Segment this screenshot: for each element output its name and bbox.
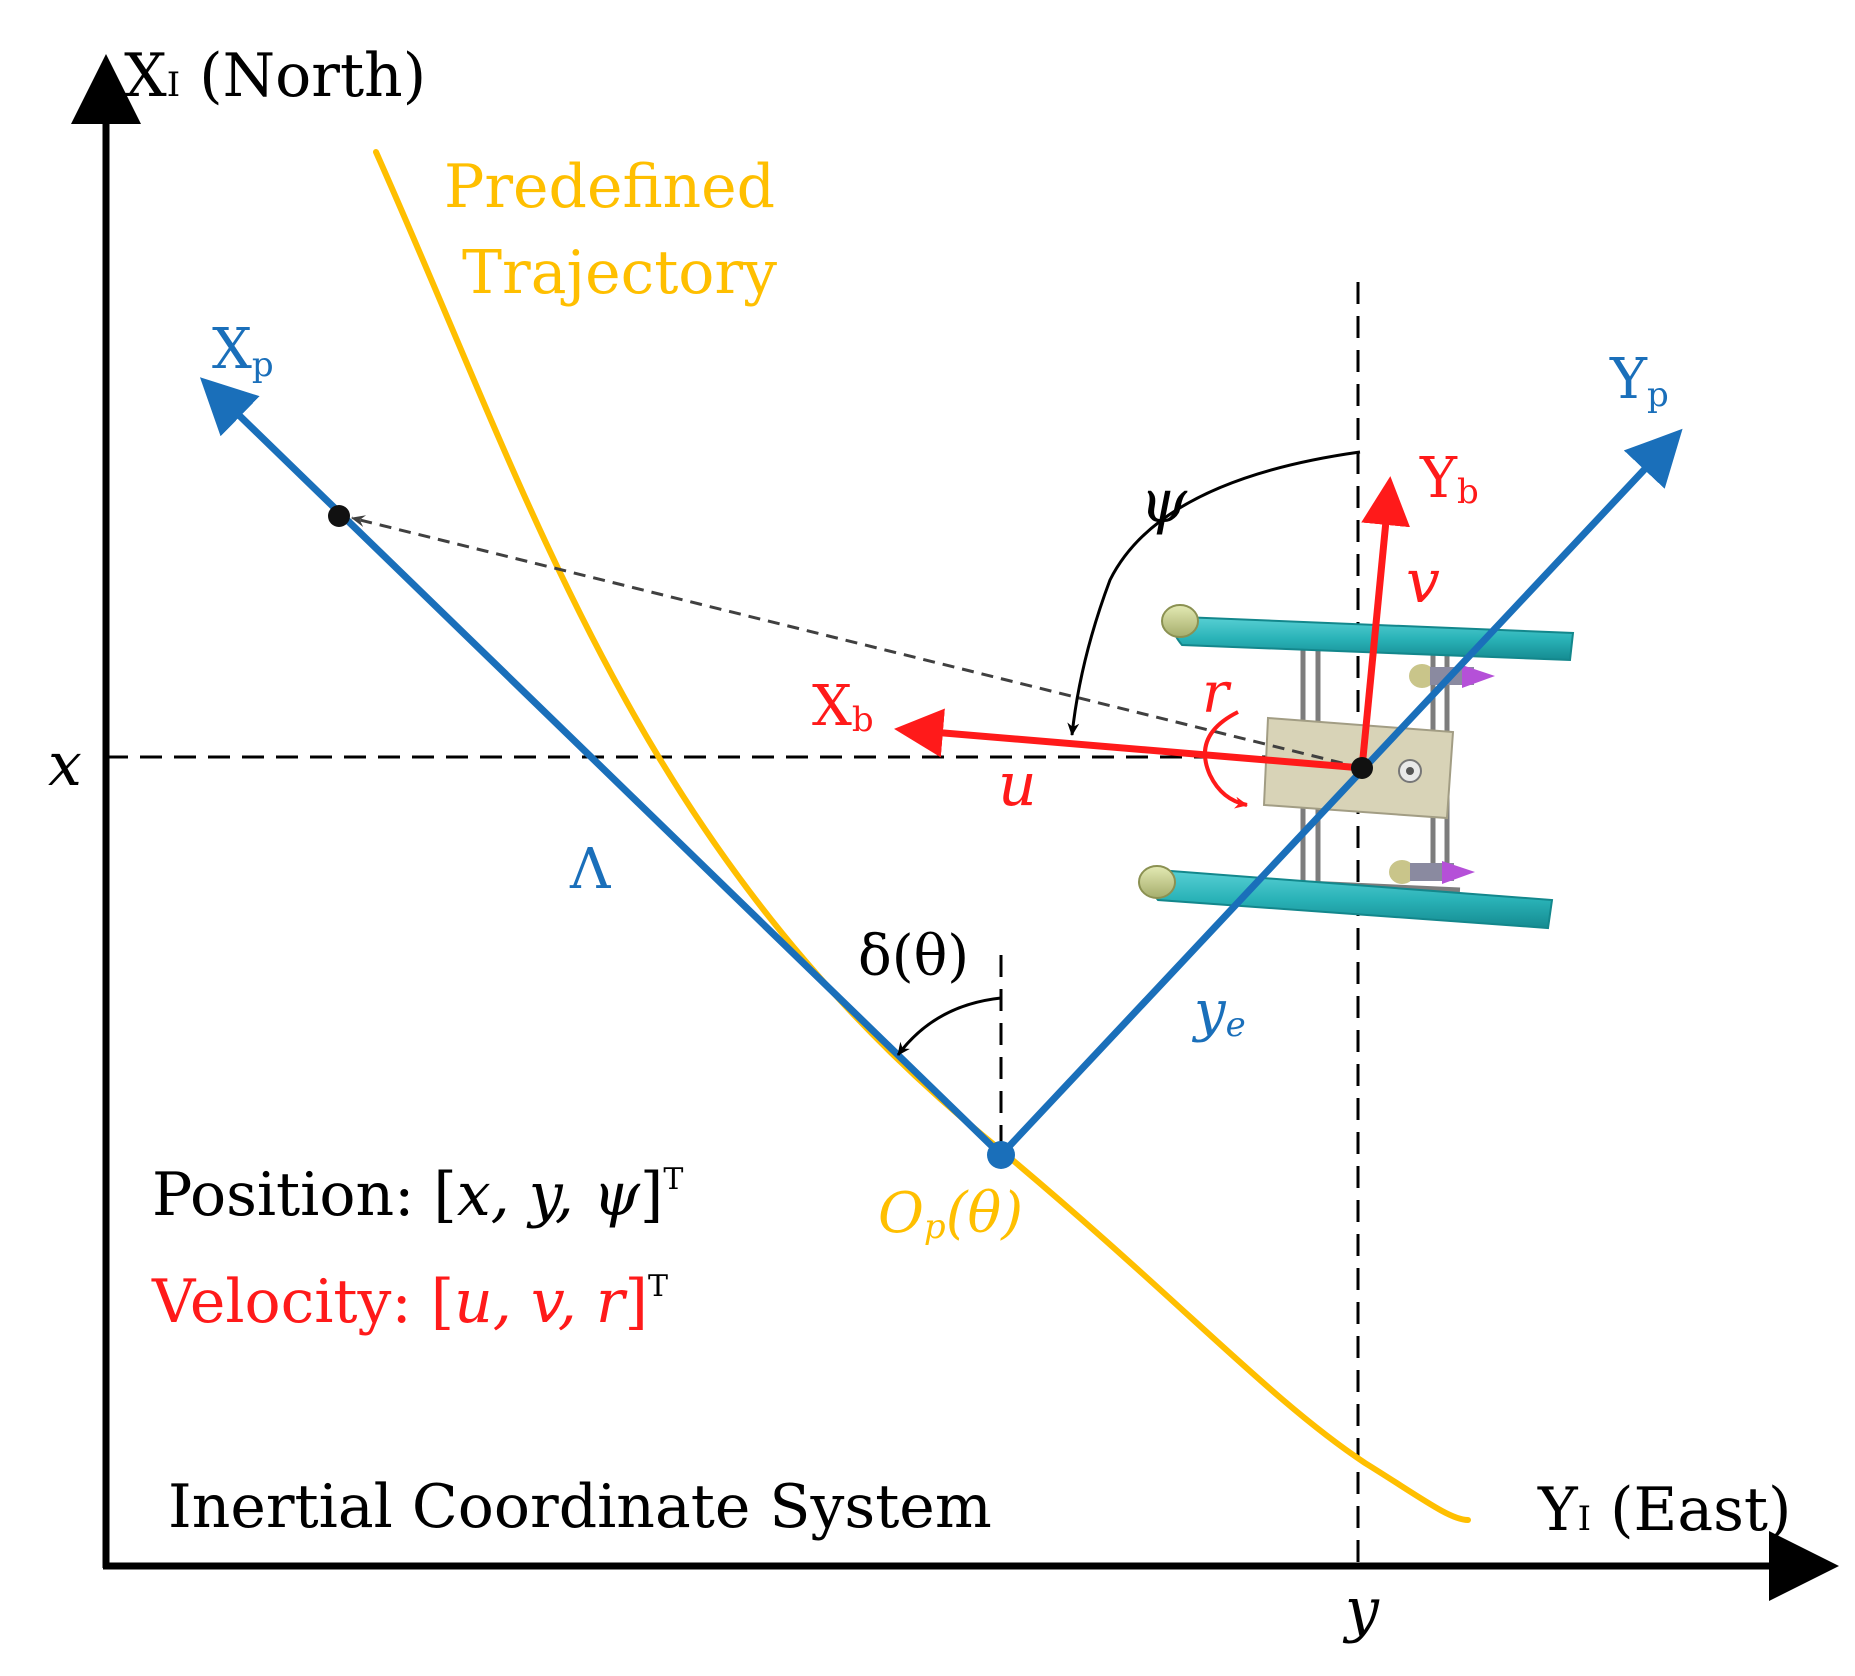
projection-dashed-vector bbox=[351, 515, 1363, 770]
velocity-legend: Velocity: [u, v, r]T bbox=[151, 1267, 668, 1337]
body-x-axis bbox=[894, 708, 1363, 772]
position-legend: Position: [x, y, ψ]T bbox=[152, 1160, 683, 1230]
path-y-axis bbox=[998, 428, 1683, 1158]
body-y-axis bbox=[1358, 476, 1411, 769]
lambda-label: Λ bbox=[569, 837, 611, 902]
body-x-axis-label: Xb bbox=[812, 674, 874, 740]
surge-velocity-label: u bbox=[998, 750, 1037, 820]
sway-velocity-label: v bbox=[1406, 547, 1440, 617]
path-x-axis bbox=[199, 377, 1004, 1158]
trajectory-label-line1: Predefined bbox=[444, 152, 775, 222]
path-origin-point bbox=[987, 1141, 1015, 1169]
y-inertial-axis-label: YI (East) bbox=[1537, 1475, 1791, 1545]
body-origin-point bbox=[1351, 757, 1373, 779]
path-x-axis-label: Xp bbox=[212, 317, 274, 385]
path-y-axis-label: Yp bbox=[1609, 347, 1669, 415]
psi-label: ψ bbox=[1140, 467, 1188, 537]
path-origin-label: Op(θ) bbox=[878, 1181, 1023, 1247]
delta-angle-arc bbox=[896, 996, 1002, 1056]
diagram-title: Inertial Coordinate System bbox=[168, 1472, 992, 1542]
ye-label: ye bbox=[1191, 979, 1246, 1045]
x-inertial-axis-label: XI (North) bbox=[124, 41, 426, 111]
yaw-rate-label: r bbox=[1202, 661, 1232, 726]
body-y-axis-label: Yb bbox=[1419, 446, 1479, 512]
yaw-rate-arc bbox=[1202, 710, 1248, 809]
trajectory-label-line2: Trajectory bbox=[462, 238, 777, 308]
psi-angle-arc bbox=[1067, 450, 1361, 736]
projection-point bbox=[328, 505, 350, 527]
y-tick-label: y bbox=[1342, 1575, 1380, 1645]
x-tick-label: x bbox=[48, 730, 82, 800]
delta-label: δ(θ) bbox=[858, 924, 969, 989]
